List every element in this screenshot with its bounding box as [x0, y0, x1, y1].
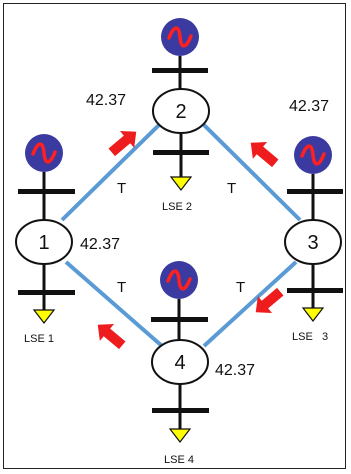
- load-triangle-icon: [169, 428, 191, 443]
- lse-4-label: LSE 4: [164, 454, 194, 466]
- node-3-group: 3 LSE 3 42.37: [284, 98, 343, 343]
- line-2-3: [201, 122, 302, 222]
- generator-icon: [292, 134, 334, 176]
- load-triangle-icon: [302, 307, 324, 322]
- line-label-3-4: T: [236, 279, 245, 296]
- line-label-1-2: T: [117, 180, 126, 197]
- price-node-1: 42.37: [80, 236, 120, 253]
- line-label-2-3: T: [227, 180, 236, 197]
- bus-bar-bottom-4: [152, 408, 209, 413]
- flow-arrow-icon: [243, 134, 283, 172]
- load-triangle-icon: [170, 176, 192, 191]
- flow-arrow-icon: [90, 316, 130, 354]
- generator-icon: [23, 132, 65, 174]
- generator-icon: [159, 16, 201, 58]
- generator-icon: [158, 259, 200, 301]
- bus-bar-top-3: [287, 189, 343, 194]
- lse-3-label: LSE 3: [292, 331, 328, 343]
- bus-bar-top-2: [152, 68, 208, 73]
- load-triangle-icon: [33, 309, 55, 324]
- bus-bar-bottom-1: [18, 290, 75, 295]
- flow-arrow-icon: [104, 123, 144, 161]
- bus-bar-top-1: [18, 189, 75, 194]
- node-1-label: 1: [38, 232, 49, 254]
- transmission-lines: [60, 122, 302, 348]
- node-4-label: 4: [174, 352, 185, 374]
- node-2-group: 2 LSE 2 42.37: [86, 16, 210, 213]
- price-node-2: 42.37: [86, 92, 126, 109]
- price-node-3: 42.37: [289, 98, 329, 115]
- bus-bar-bottom-3: [287, 288, 343, 293]
- bus-bar-bottom-2: [153, 150, 209, 155]
- line-1-4: [64, 260, 164, 348]
- line-3-4: [202, 260, 298, 348]
- line-label-1-4: T: [117, 279, 126, 296]
- lse-1-label: LSE 1: [24, 333, 54, 345]
- price-node-4: 42.37: [215, 362, 255, 379]
- lse-2-label: LSE 2: [162, 201, 192, 213]
- bus-bar-top-4: [151, 317, 208, 322]
- line-1-2: [60, 122, 162, 222]
- node-2-label: 2: [175, 101, 186, 123]
- node-3-label: 3: [307, 232, 318, 254]
- node-4-group: 4 LSE 4 42.37: [151, 259, 255, 466]
- node-1-group: 1 LSE 1 42.37: [15, 132, 120, 345]
